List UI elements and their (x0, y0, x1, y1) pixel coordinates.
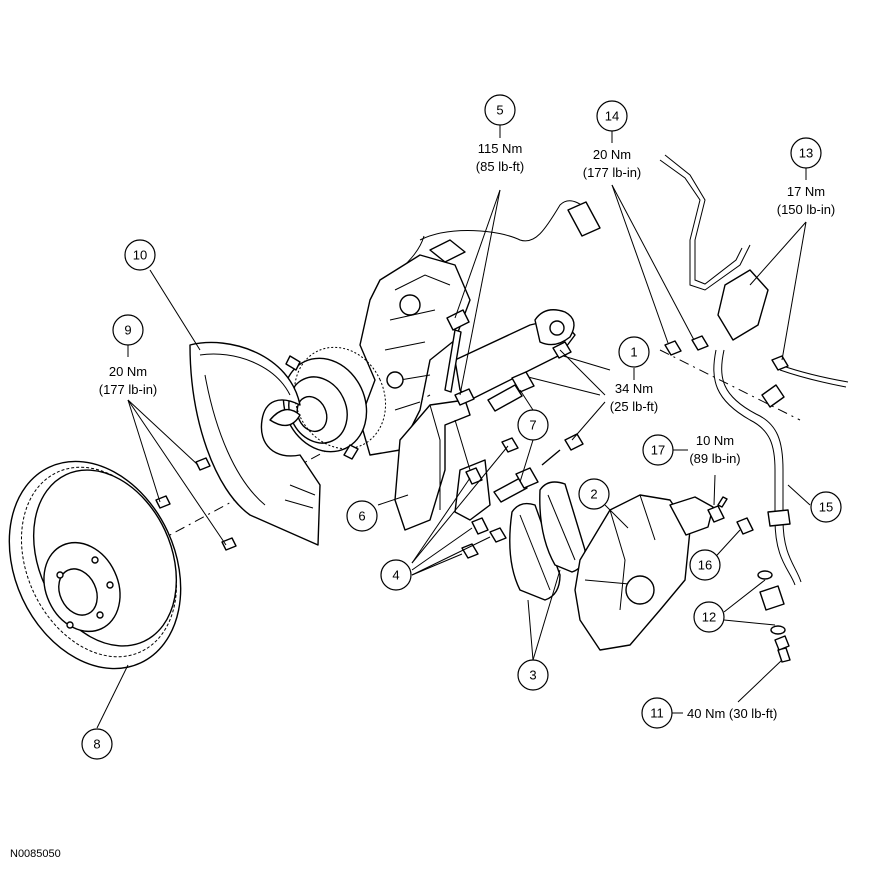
svg-text:11: 11 (650, 706, 664, 721)
torque-9-metric: 20 Nm (109, 364, 147, 379)
torque-5-metric: 115 Nm (478, 141, 523, 156)
hose-axis-line (659, 349, 801, 421)
hose-bracket (717, 269, 769, 341)
steering-knuckle (359, 239, 471, 456)
svg-text:13: 13 (799, 146, 813, 161)
torque-17-metric: 10 Nm (696, 433, 734, 448)
callout-7: 7 (517, 409, 549, 441)
callout-16: 16 (689, 549, 721, 581)
callout-4: 4 (380, 559, 412, 591)
torque-5-imperial: (85 lb-ft) (476, 159, 524, 174)
brake-pads (509, 481, 586, 601)
bleeder-cap (736, 517, 754, 535)
svg-text:14: 14 (605, 109, 619, 124)
shield-bolts (155, 457, 237, 551)
torque-14-metric: 20 Nm (593, 147, 631, 162)
svg-text:16: 16 (698, 558, 712, 573)
svg-text:3: 3 (529, 668, 536, 683)
sealing-washer-lower (770, 625, 786, 635)
callout-2: 2 (578, 478, 610, 510)
svg-text:8: 8 (93, 737, 100, 752)
svg-text:2: 2 (590, 487, 597, 502)
callout-17: 17 (642, 434, 674, 466)
brake-splash-shield (189, 341, 321, 546)
torque-11: 40 Nm (30 lb-ft) (687, 706, 777, 721)
callout-14: 14 (596, 100, 628, 132)
svg-text:7: 7 (529, 418, 536, 433)
callout-12: 12 (693, 601, 725, 633)
abs-sensor-plug (567, 201, 601, 237)
callout-6: 6 (346, 500, 378, 532)
exploded-view-drawing (8, 154, 849, 670)
brake-hose (713, 349, 802, 586)
torque-9-imperial: (177 lb-in) (99, 382, 158, 397)
callout-15: 15 (810, 491, 842, 523)
torque-17-imperial: (89 lb-in) (689, 451, 740, 466)
svg-text:5: 5 (496, 103, 503, 118)
svg-text:6: 6 (358, 509, 365, 524)
caliper-pin-bolt-lower (541, 433, 584, 466)
guide-pins (487, 371, 539, 503)
callout-1: 1 (618, 336, 650, 368)
bleeder-screw (707, 496, 728, 523)
torque-14-imperial: (177 lb-in) (583, 165, 642, 180)
bracket-bolt-upper (444, 309, 470, 393)
torque-13-metric: 17 Nm (787, 184, 825, 199)
banjo-bolt (774, 635, 791, 663)
brake-disc (8, 460, 182, 670)
callout-5: 5 (484, 94, 516, 126)
callout-8: 8 (81, 728, 113, 760)
banjo-fitting (759, 585, 785, 611)
brake-caliper (574, 494, 714, 651)
torque-1-imperial: (25 lb-ft) (610, 399, 658, 414)
brake-tube (659, 154, 751, 291)
torque-1-metric: 34 Nm (615, 381, 653, 396)
wheel-hub (282, 346, 387, 460)
svg-text:15: 15 (819, 500, 833, 515)
svg-text:10: 10 (133, 248, 147, 263)
sensor-lead (779, 364, 849, 388)
svg-text:1: 1 (630, 345, 637, 360)
callout-3: 3 (517, 659, 549, 691)
svg-text:4: 4 (392, 568, 399, 583)
sealing-washer-upper (757, 570, 773, 580)
callout-11: 11 (641, 697, 673, 729)
callout-9: 9 (112, 314, 144, 346)
svg-text:12: 12 (702, 610, 716, 625)
torque-13-imperial: (150 lb-in) (777, 202, 836, 217)
bracket-bolt-lower (454, 388, 475, 406)
anti-rattle-clips (461, 437, 519, 559)
abs-sensor-wire (419, 200, 591, 242)
caliper-pin-bolt-upper (552, 341, 572, 359)
callout-10: 10 (124, 239, 156, 271)
figure-id: N0085050 (10, 848, 61, 860)
callout-13: 13 (790, 137, 822, 169)
svg-text:17: 17 (651, 443, 665, 458)
svg-text:9: 9 (124, 323, 131, 338)
